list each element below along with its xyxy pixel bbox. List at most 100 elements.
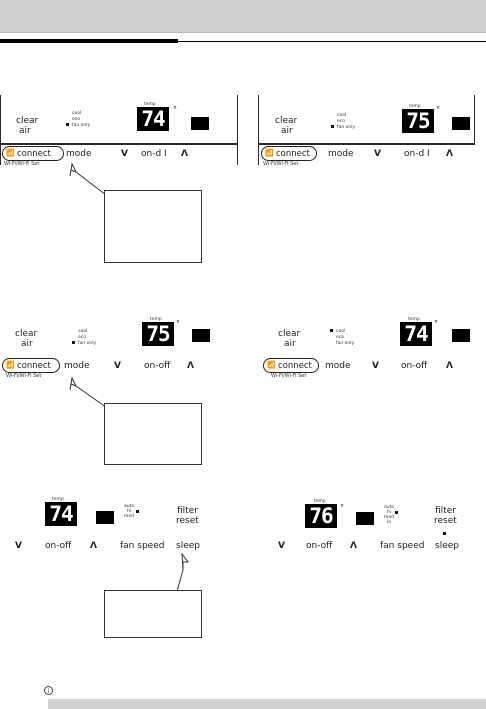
temperature-display: 76 bbox=[305, 504, 337, 528]
section-rule-thin bbox=[178, 41, 486, 42]
clear-air-button[interactable]: clear bbox=[16, 116, 39, 126]
fan-speed-button[interactable]: fan speed bbox=[120, 541, 165, 551]
temperature-display: 74 bbox=[137, 107, 169, 131]
info-icon: i bbox=[44, 686, 53, 695]
fan-indicator-dot bbox=[395, 511, 398, 514]
mode-indicator-cool: cool bbox=[337, 113, 347, 118]
mode-button[interactable]: mode bbox=[66, 149, 92, 159]
temperature-display: 75 bbox=[402, 109, 434, 133]
mode-button[interactable]: mode bbox=[325, 361, 351, 371]
temp-label: temp bbox=[52, 497, 64, 502]
secondary-display bbox=[452, 117, 470, 130]
panel-5: temp 74 auto hi med filter reset V on-of… bbox=[0, 495, 238, 565]
secondary-display bbox=[96, 511, 114, 524]
sleep-button[interactable]: sleep bbox=[435, 541, 459, 551]
down-button[interactable]: V bbox=[114, 361, 121, 371]
temp-label: temp bbox=[144, 102, 156, 107]
sleep-button[interactable]: sleep bbox=[176, 541, 200, 551]
panel-6: temp 76 ° auto hi med lo filter reset V … bbox=[258, 495, 475, 565]
pointer-arrow-1 bbox=[69, 162, 107, 196]
fan-speed-button[interactable]: fan speed bbox=[380, 541, 425, 551]
connect-button[interactable]: 📶 connect bbox=[263, 358, 319, 373]
temperature-display: 74 bbox=[45, 502, 77, 526]
temp-label: temp bbox=[150, 317, 162, 322]
on-off-button[interactable]: on-off bbox=[144, 361, 171, 371]
up-button[interactable]: Λ bbox=[446, 361, 453, 371]
fan-indicator-auto: auto bbox=[124, 504, 135, 509]
callout-box-3 bbox=[104, 590, 202, 638]
wifi-icon: 📶 bbox=[6, 149, 15, 157]
air-label: air bbox=[284, 339, 296, 349]
down-button[interactable]: V bbox=[374, 149, 381, 159]
mode-indicator-cool: cool bbox=[72, 111, 82, 116]
panel-4: clear air cool eco fan only temp 74 ° 📶 … bbox=[258, 315, 475, 385]
temperature-display: 74 bbox=[400, 322, 432, 346]
secondary-display bbox=[192, 329, 210, 342]
reset-label: reset bbox=[434, 516, 457, 526]
mode-indicator-dot bbox=[331, 125, 334, 128]
connect-button[interactable]: 📶 connect bbox=[2, 358, 60, 373]
degree-symbol: ° bbox=[173, 105, 177, 114]
filter-reset-button[interactable]: filter bbox=[177, 506, 198, 516]
wifi-subtitle: Wi-Fi/Wi-Fi Set bbox=[263, 161, 299, 167]
mode-indicator-eco: eco bbox=[72, 117, 80, 122]
mode-indicator-fan: fan only bbox=[336, 341, 355, 346]
mode-indicator-cool: cool bbox=[78, 329, 88, 334]
fan-indicator-med: med bbox=[124, 514, 135, 519]
on-off-button[interactable]: on-off bbox=[45, 541, 72, 551]
panel-1: clear air cool eco fan only temp 74 ° 📶 … bbox=[0, 95, 238, 175]
clear-air-button[interactable]: clear bbox=[278, 329, 301, 339]
on-off-button[interactable]: on-off bbox=[306, 541, 333, 551]
connect-button[interactable]: 📶 connect bbox=[261, 146, 317, 161]
degree-symbol: ° bbox=[434, 319, 438, 328]
fan-indicator-hi: hi bbox=[387, 510, 392, 515]
up-button[interactable]: Λ bbox=[90, 541, 97, 551]
header-band bbox=[0, 0, 486, 33]
fan-indicator-hi: hi bbox=[127, 509, 132, 514]
wifi-icon: 📶 bbox=[6, 361, 15, 369]
mode-indicator-eco: eco bbox=[337, 119, 345, 124]
air-label: air bbox=[21, 339, 33, 349]
air-label: air bbox=[19, 126, 31, 136]
callout-box-2 bbox=[104, 403, 202, 465]
fan-indicator-lo: lo bbox=[387, 520, 392, 525]
up-button[interactable]: Λ bbox=[446, 149, 453, 159]
reset-label: reset bbox=[176, 516, 199, 526]
sleep-indicator-dot bbox=[443, 532, 446, 535]
degree-symbol: ° bbox=[340, 503, 344, 512]
mode-indicator-dot bbox=[330, 329, 333, 332]
degree-symbol: ° bbox=[436, 105, 440, 114]
wifi-subtitle: Wi-Fi/Wi-Fi Set bbox=[4, 161, 40, 167]
mode-indicator-dot bbox=[66, 123, 69, 126]
connect-button[interactable]: 📶 connect bbox=[2, 146, 64, 161]
down-button[interactable]: V bbox=[15, 541, 22, 551]
mode-indicator-eco: eco bbox=[78, 335, 86, 340]
panel-3: clear air cool eco fan only temp 75 ° 📶 … bbox=[0, 315, 238, 385]
on-off-button[interactable]: on-off bbox=[401, 361, 428, 371]
clear-air-button[interactable]: clear bbox=[15, 329, 38, 339]
mode-button[interactable]: mode bbox=[328, 149, 354, 159]
up-button[interactable]: Λ bbox=[181, 149, 188, 159]
air-label: air bbox=[281, 126, 293, 136]
up-button[interactable]: Λ bbox=[350, 541, 357, 551]
wifi-subtitle: Wi-Fi/Wi-Fi Set bbox=[271, 373, 307, 379]
temp-label: temp bbox=[408, 317, 420, 322]
down-button[interactable]: V bbox=[278, 541, 285, 551]
down-button[interactable]: V bbox=[121, 149, 128, 159]
footer-band bbox=[48, 699, 486, 709]
mode-button[interactable]: mode bbox=[64, 361, 90, 371]
wifi-icon: 📶 bbox=[265, 149, 274, 157]
temp-label: temp bbox=[409, 104, 421, 109]
fan-indicator-auto: auto bbox=[384, 505, 395, 510]
panel-2: clear air cool eco fan only temp 75 ° 📶 … bbox=[258, 95, 475, 175]
filter-reset-button[interactable]: filter bbox=[435, 506, 456, 516]
mode-indicator-dot bbox=[72, 341, 75, 344]
on-off-button[interactable]: on-d I bbox=[141, 149, 167, 159]
down-button[interactable]: V bbox=[372, 361, 379, 371]
section-rule-thick bbox=[0, 39, 178, 43]
clear-air-button[interactable]: clear bbox=[275, 116, 298, 126]
up-button[interactable]: Λ bbox=[187, 361, 194, 371]
fan-indicator-med: med bbox=[384, 515, 395, 520]
on-off-button[interactable]: on-d I bbox=[404, 149, 430, 159]
temperature-display: 75 bbox=[142, 322, 174, 346]
